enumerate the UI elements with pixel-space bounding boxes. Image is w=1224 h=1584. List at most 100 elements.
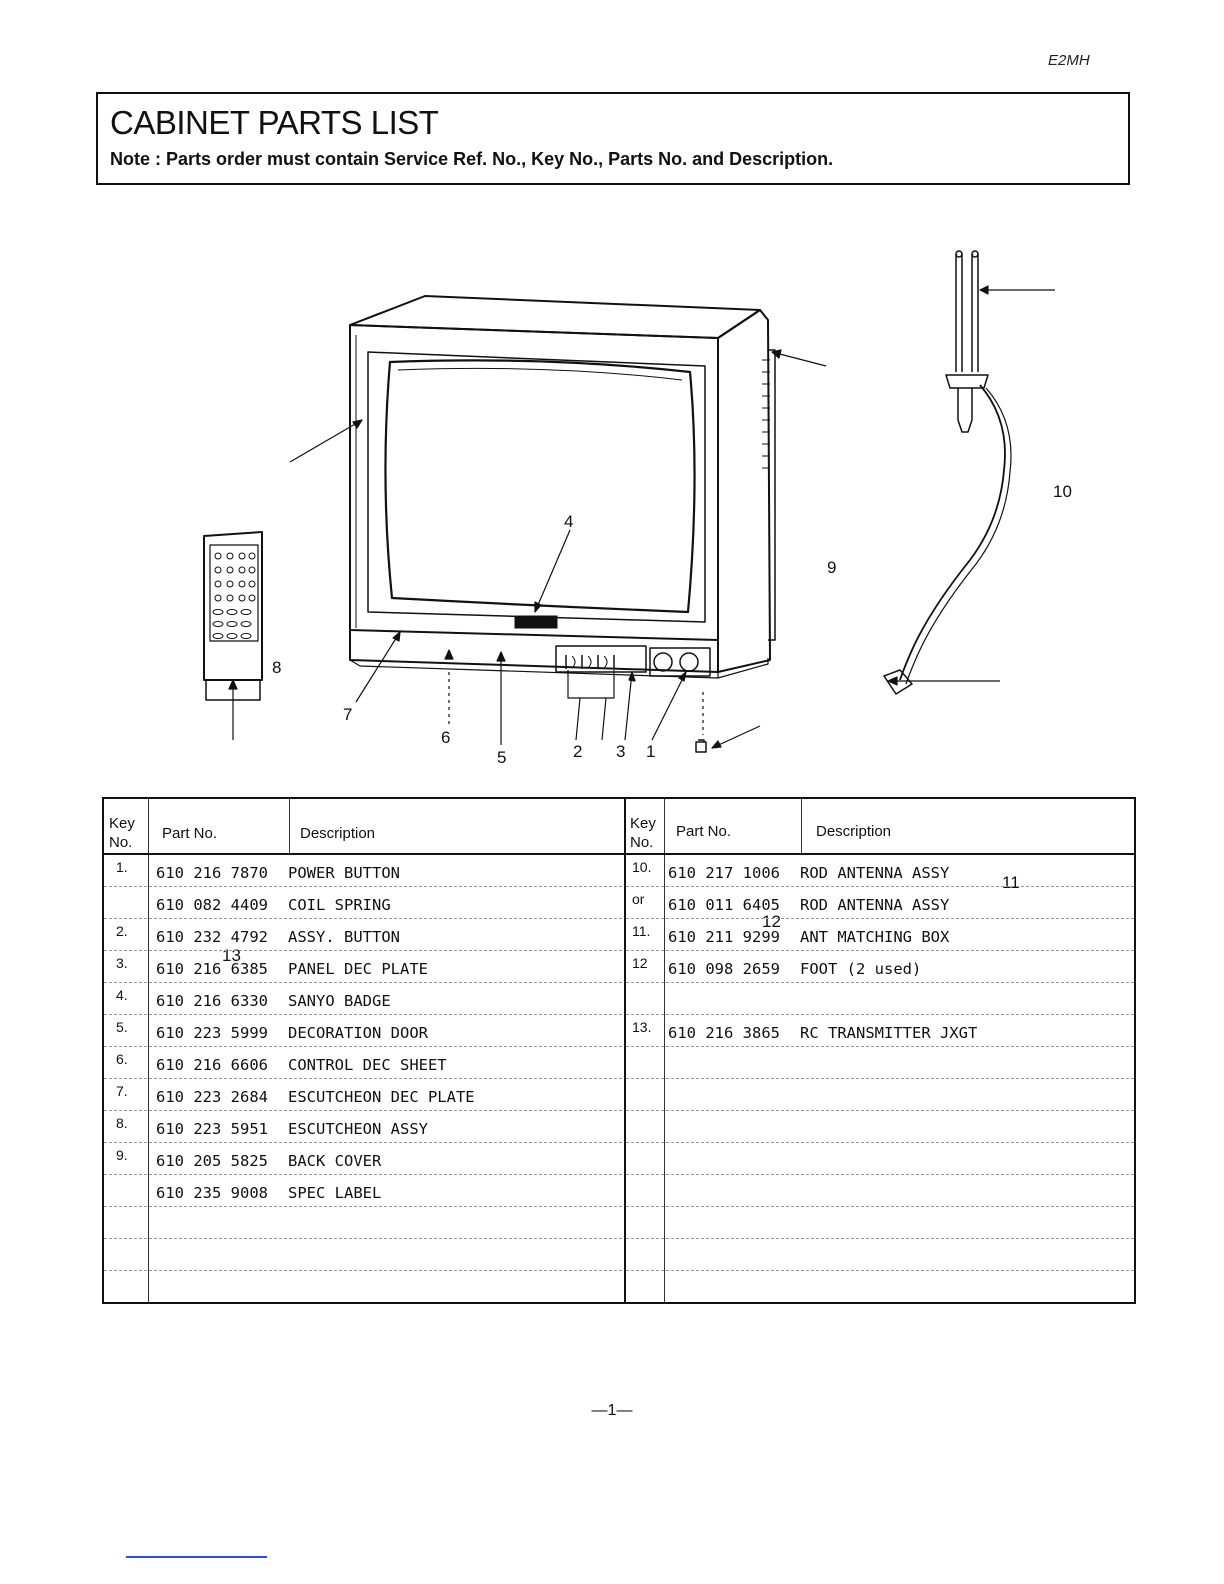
part-no-cell: 610 211 9299 bbox=[668, 928, 780, 946]
key-no-cell: or bbox=[632, 891, 645, 907]
description-cell: CONTROL DEC SHEET bbox=[288, 1056, 447, 1074]
part-no-cell: 610 216 7870 bbox=[156, 864, 268, 882]
description-cell: COIL SPRING bbox=[288, 896, 391, 914]
table-row: 5. 610 223 5999 DECORATION DOOR bbox=[104, 1015, 622, 1047]
key-no-cell: 11. bbox=[632, 923, 651, 939]
table-row: 2. 610 232 4792 ASSY. BUTTON bbox=[104, 919, 622, 951]
header-part-no-left: Part No. bbox=[162, 825, 218, 842]
description-cell: DECORATION DOOR bbox=[288, 1024, 428, 1042]
part-no-cell: 610 216 6330 bbox=[156, 992, 268, 1010]
description-cell: PANEL DEC PLATE bbox=[288, 960, 428, 978]
part-no-cell: 610 216 3865 bbox=[668, 1024, 780, 1042]
description-cell: SANYO BADGE bbox=[288, 992, 391, 1010]
callout-5: 5 bbox=[497, 748, 507, 767]
key-no-cell: 1. bbox=[116, 859, 128, 875]
description-cell: SPEC LABEL bbox=[288, 1184, 382, 1202]
table-row bbox=[626, 1079, 1134, 1111]
remote-control-drawing bbox=[203, 531, 263, 701]
key-no-cell: 2. bbox=[116, 923, 128, 939]
description-cell: ASSY. BUTTON bbox=[288, 928, 400, 946]
key-no-cell: 7. bbox=[116, 1083, 128, 1099]
table-row: 7. 610 223 2684 ESCUTCHEON DEC PLATE bbox=[104, 1079, 622, 1111]
part-no-cell: 610 011 6405 bbox=[668, 896, 780, 914]
callout-4: 4 bbox=[564, 512, 574, 531]
page-title: CABINET PARTS LIST bbox=[110, 104, 439, 141]
part-no-cell: 610 235 9008 bbox=[156, 1184, 268, 1202]
description-cell: ESCUTCHEON DEC PLATE bbox=[288, 1088, 475, 1106]
foot-drawing bbox=[695, 739, 707, 753]
footer-link-underline[interactable] bbox=[126, 1556, 267, 1558]
col-divider-key-right bbox=[664, 799, 665, 1302]
table-row: 11. 610 211 9299 ANT MATCHING BOX bbox=[626, 919, 1134, 951]
table-row: 1. 610 216 7870 POWER BUTTON bbox=[104, 855, 622, 887]
description-cell: POWER BUTTON bbox=[288, 864, 400, 882]
description-cell: ROD ANTENNA ASSY bbox=[800, 864, 950, 882]
table-row bbox=[626, 1111, 1134, 1143]
callout-11: 11 bbox=[1002, 873, 1020, 892]
table-row: 610 082 4409 COIL SPRING bbox=[104, 887, 622, 919]
description-cell: BACK COVER bbox=[288, 1152, 382, 1170]
key-no-cell: 8. bbox=[116, 1115, 128, 1131]
table-row bbox=[626, 1239, 1134, 1271]
description-cell: RC TRANSMITTER JXGT bbox=[800, 1024, 978, 1042]
table-row bbox=[104, 1207, 622, 1239]
table-row bbox=[626, 1207, 1134, 1239]
rod-antenna-drawing bbox=[883, 250, 1012, 695]
callout-8: 8 bbox=[272, 658, 282, 677]
key-no-cell: 4. bbox=[116, 987, 128, 1003]
key-no-cell: 6. bbox=[116, 1051, 128, 1067]
header-part-no-right: Part No. bbox=[676, 823, 732, 840]
table-row: 4. 610 216 6330 SANYO BADGE bbox=[104, 983, 622, 1015]
callout-10: 10 bbox=[1053, 482, 1072, 501]
key-no-cell: 10. bbox=[632, 859, 652, 875]
table-row bbox=[104, 1239, 622, 1271]
exploded-view-diagram: 1 2 3 4 5 6 7 8 9 10 11 12 13 bbox=[0, 200, 1224, 965]
callout-2: 2 bbox=[573, 742, 583, 761]
part-no-cell: 610 216 6385 bbox=[156, 960, 268, 978]
callout-7: 7 bbox=[343, 705, 353, 724]
model-code: E2MH bbox=[1048, 52, 1090, 69]
table-row: or 610 011 6405 ROD ANTENNA ASSY bbox=[626, 887, 1134, 919]
header-description-left: Description bbox=[300, 825, 376, 842]
callout-6: 6 bbox=[441, 728, 451, 747]
key-no-cell: 12 bbox=[632, 955, 648, 971]
table-row bbox=[626, 983, 1134, 1015]
diagram-drawing bbox=[203, 250, 1055, 753]
description-cell: ROD ANTENNA ASSY bbox=[800, 896, 950, 914]
tv-cabinet bbox=[349, 295, 776, 679]
table-row bbox=[626, 1175, 1134, 1207]
key-no-cell: 13. bbox=[632, 1019, 652, 1035]
description-cell: ANT MATCHING BOX bbox=[800, 928, 950, 946]
callout-12: 12 bbox=[762, 912, 781, 931]
parts-table: Key No. Part No. Description Key No. Par… bbox=[102, 797, 1136, 1304]
header-key-no-right: Key No. bbox=[630, 815, 656, 851]
page-number: —1— bbox=[591, 1402, 633, 1419]
title-box: CABINET PARTS LIST Note : Parts order mu… bbox=[96, 92, 1130, 185]
part-no-cell: 610 223 2684 bbox=[156, 1088, 268, 1106]
col-divider-center bbox=[624, 799, 626, 1302]
part-no-cell: 610 217 1006 bbox=[668, 864, 780, 882]
callout-3: 3 bbox=[616, 742, 626, 761]
callout-9: 9 bbox=[827, 558, 837, 577]
header-rule bbox=[104, 853, 1134, 855]
table-row bbox=[626, 1047, 1134, 1079]
part-no-cell: 610 205 5825 bbox=[156, 1152, 268, 1170]
callout-1: 1 bbox=[646, 742, 656, 761]
part-no-cell: 610 223 5999 bbox=[156, 1024, 268, 1042]
col-divider-part-left bbox=[289, 799, 290, 854]
part-no-cell: 610 232 4792 bbox=[156, 928, 268, 946]
header-description-right: Description bbox=[816, 823, 892, 840]
key-no-cell: 9. bbox=[116, 1147, 128, 1163]
part-no-cell: 610 082 4409 bbox=[156, 896, 268, 914]
table-row bbox=[626, 1143, 1134, 1175]
description-cell: ESCUTCHEON ASSY bbox=[288, 1120, 428, 1138]
key-no-cell: 5. bbox=[116, 1019, 128, 1035]
part-no-cell: 610 098 2659 bbox=[668, 960, 780, 978]
header-key-no-left: Key No. bbox=[109, 815, 135, 851]
ordering-note: Note : Parts order must contain Service … bbox=[110, 149, 834, 169]
table-row: 9. 610 205 5825 BACK COVER bbox=[104, 1143, 622, 1175]
